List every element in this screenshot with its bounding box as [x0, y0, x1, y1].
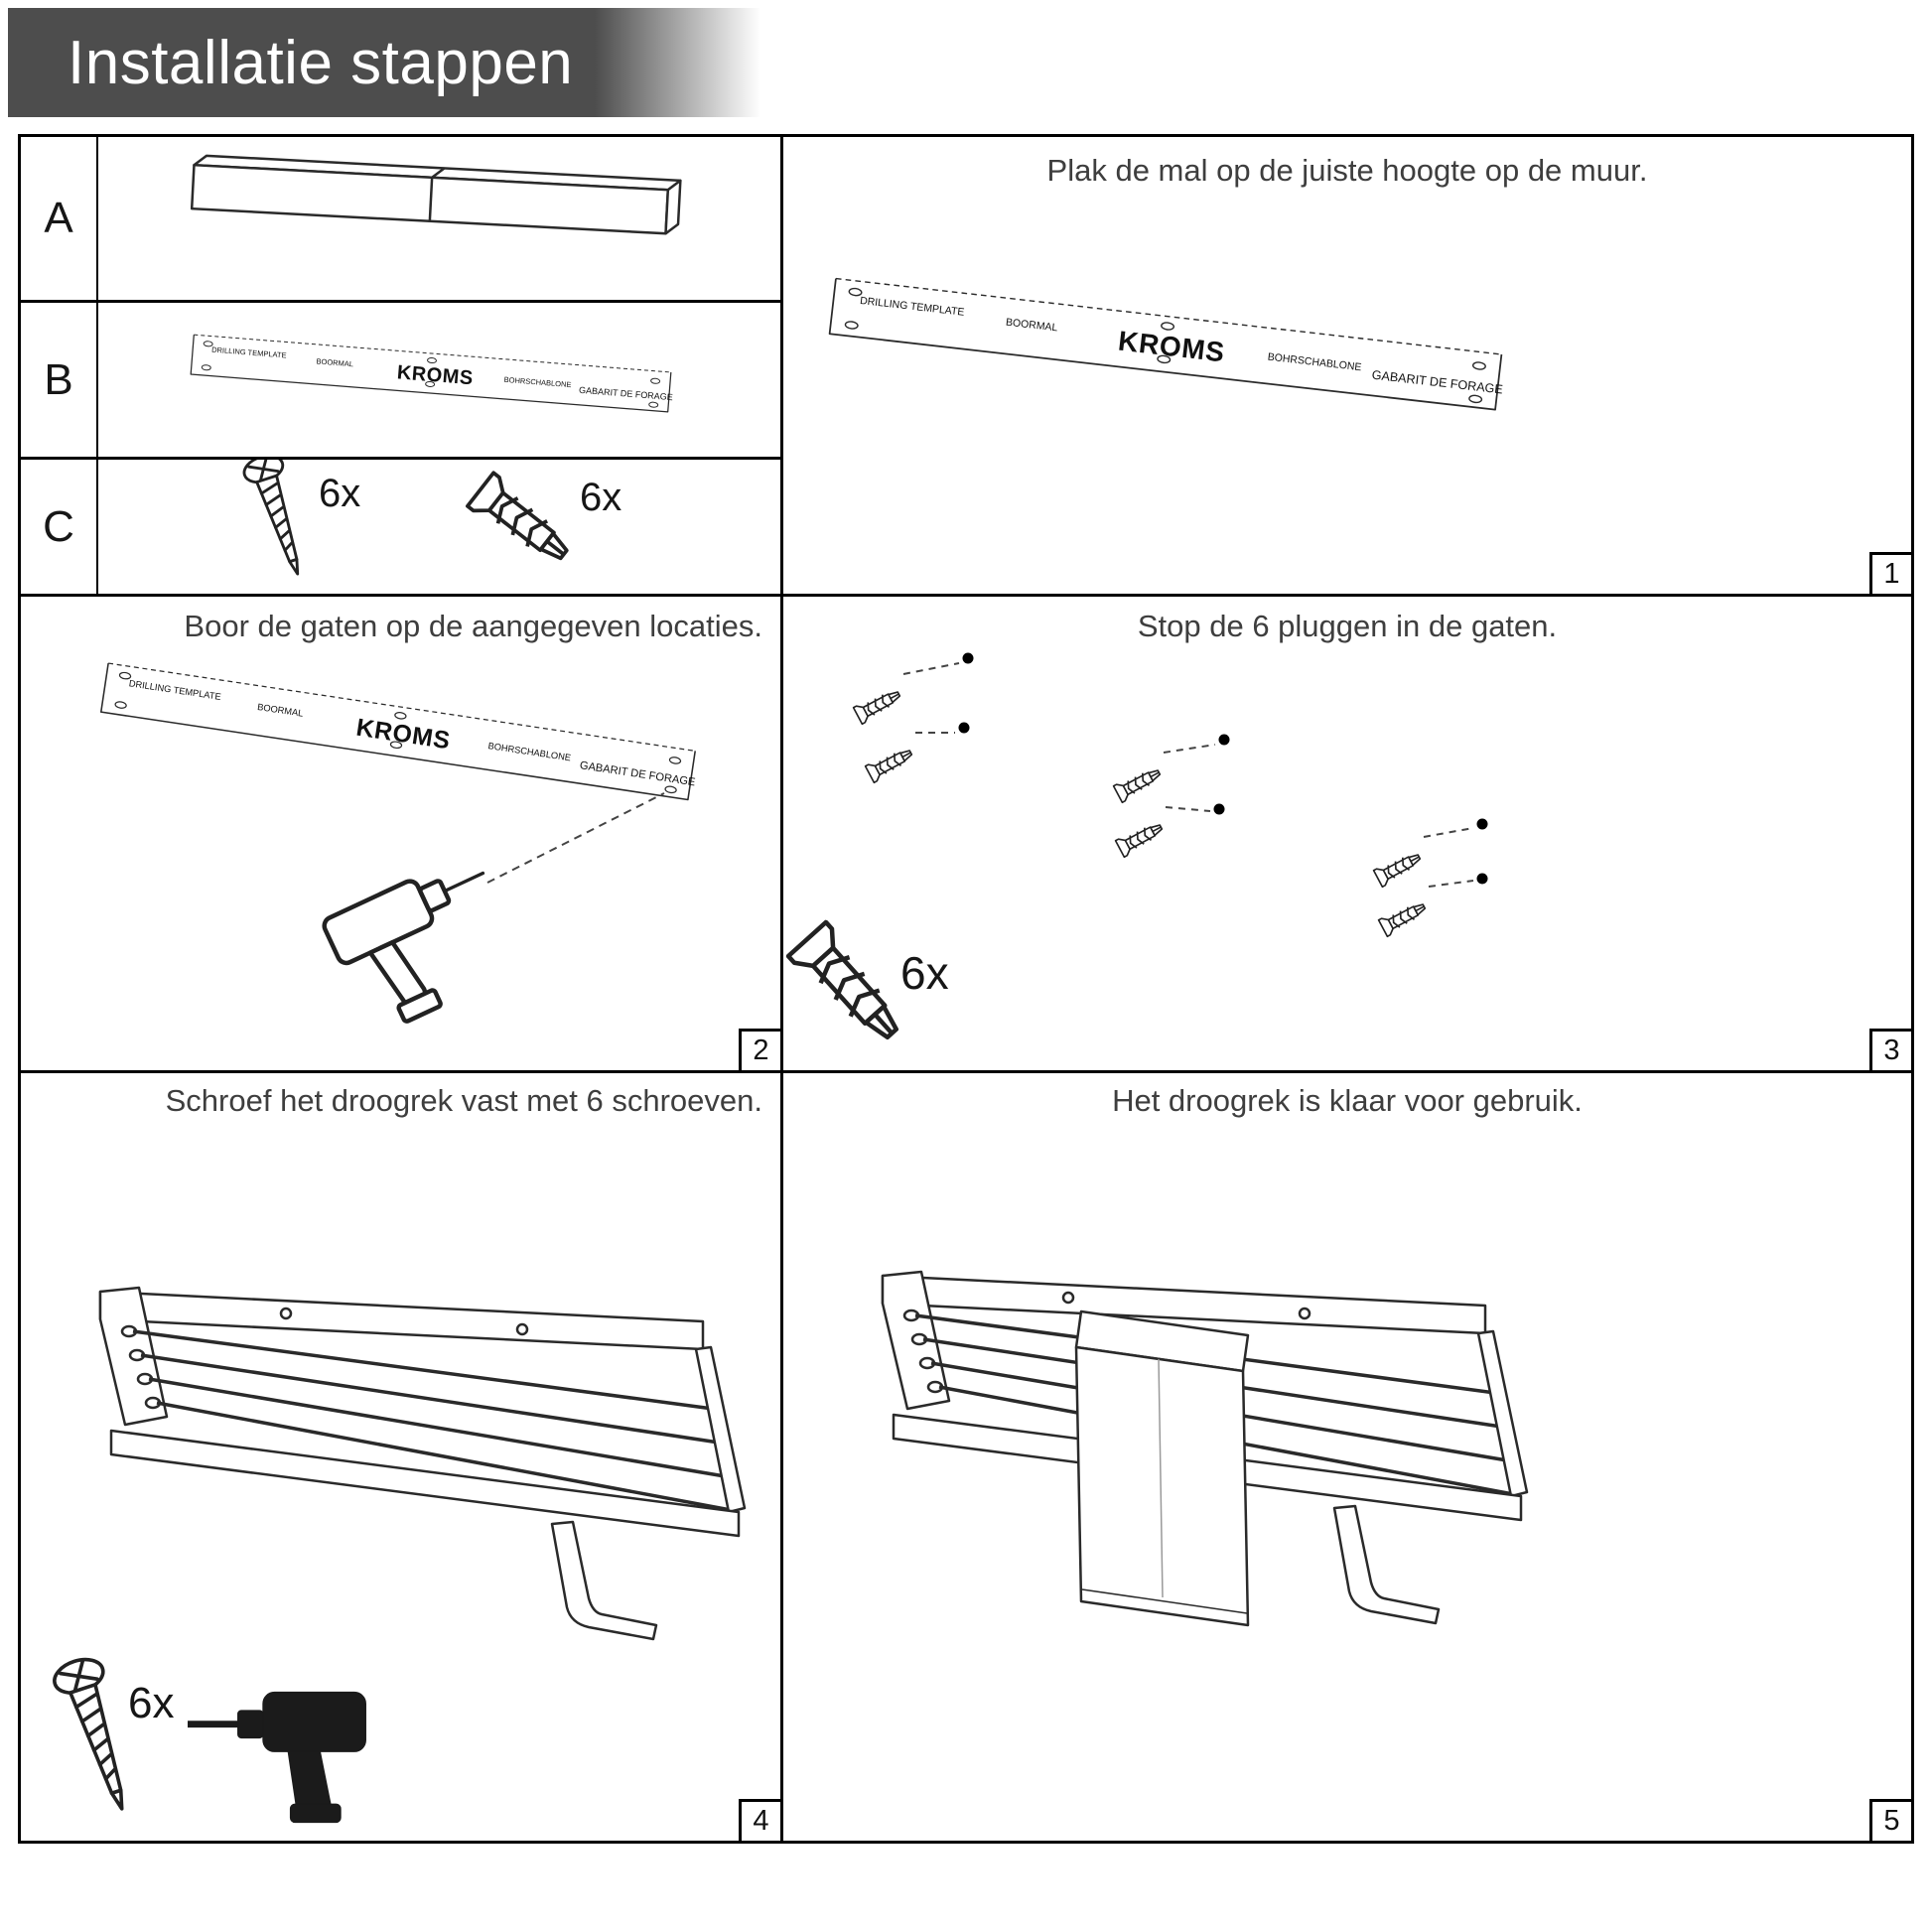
drying-rack-art: [98, 1286, 747, 1641]
step-5-caption: Het droogrek is klaar voor gebruik.: [1112, 1083, 1583, 1118]
parts-divider-ab: [21, 300, 780, 303]
step-2-number-badge: 2: [739, 1029, 780, 1070]
grid-divider-row1: [21, 594, 1911, 597]
part-label-b: B: [21, 303, 98, 457]
template-strip-part-art: [190, 334, 676, 413]
screw-icon: [239, 460, 319, 582]
wall-plug-icon: [1114, 817, 1167, 859]
power-drill-icon: [188, 1693, 365, 1823]
step-1-art: [826, 277, 1510, 412]
step-5-panel: Het droogrek is klaar voor gebruik. 5: [783, 1073, 1911, 1841]
wall-plug-icon: [1377, 896, 1430, 938]
part-label-c: C: [21, 460, 98, 594]
step-2-panel: Boor de gaten op de aangegeven locaties.…: [21, 597, 780, 1070]
step-3-caption: Stop de 6 pluggen in de gaten.: [1137, 609, 1558, 643]
insert-guide-lines: [902, 662, 1474, 888]
drilling-template-art: [96, 662, 704, 802]
step-5-number-badge: 5: [1869, 1799, 1911, 1841]
page-title-banner: Installatie stappen: [8, 8, 760, 117]
step-3-panel: Stop de 6 pluggen in de gaten.: [783, 597, 1911, 1070]
wall-plug-icon: [1372, 847, 1425, 889]
part-row-a: A: [21, 137, 780, 300]
screw-count-label: 6x: [128, 1679, 175, 1727]
page-title: Installatie stappen: [68, 28, 574, 97]
wall-plug-icon: [466, 471, 579, 574]
drill-holes: [958, 652, 1488, 885]
step-2-art: [96, 662, 704, 1070]
step-2-caption: Boor de gaten op de aangegeven locaties.: [184, 609, 762, 643]
screw-count-label: 6x: [319, 472, 361, 515]
plug-insert-group: [852, 684, 1430, 938]
folded-rack-art: [190, 154, 682, 235]
towel-art: [1074, 1309, 1250, 1627]
step-1-number-badge: 1: [1869, 552, 1911, 594]
part-row-c: C 6x 6x: [21, 460, 780, 594]
part-label-a: A: [21, 137, 98, 300]
plug-count-label: 6x: [580, 476, 622, 519]
plug-count-label: 6x: [900, 947, 949, 999]
wall-plug-icon: [864, 743, 916, 784]
step-4-caption: Schroef het droogrek vast met 6 schroeve…: [165, 1083, 762, 1118]
parts-panel: A B C: [21, 137, 780, 594]
step-1-panel: Plak de mal op de juiste hoogte op de mu…: [783, 137, 1911, 594]
step-3-art: [783, 652, 1488, 1070]
wall-plug-icon-large: [788, 922, 910, 1050]
drill-icon: [322, 851, 526, 1036]
grid-divider-vertical: [780, 137, 783, 1841]
hardware-parts-art: [239, 460, 579, 582]
part-row-b: B: [21, 303, 780, 457]
wall-plug-icon: [852, 684, 904, 726]
drilling-template-art: [190, 334, 676, 413]
step-grid: A B C: [18, 134, 1914, 1844]
drilling-template-art: [826, 277, 1510, 412]
grid-divider-row2: [21, 1070, 1911, 1073]
step-1-caption: Plak de mal op de juiste hoogte op de mu…: [1046, 153, 1648, 188]
parts-divider-bc: [21, 457, 780, 460]
step-5-art: [881, 1270, 1529, 1627]
step-4-panel: Schroef het droogrek vast met 6 schroeve…: [21, 1073, 780, 1841]
wall-plug-icon: [1112, 762, 1165, 804]
drill-guide-line: [486, 792, 665, 884]
step-3-number-badge: 3: [1869, 1029, 1911, 1070]
step-4-number-badge: 4: [739, 1799, 780, 1841]
